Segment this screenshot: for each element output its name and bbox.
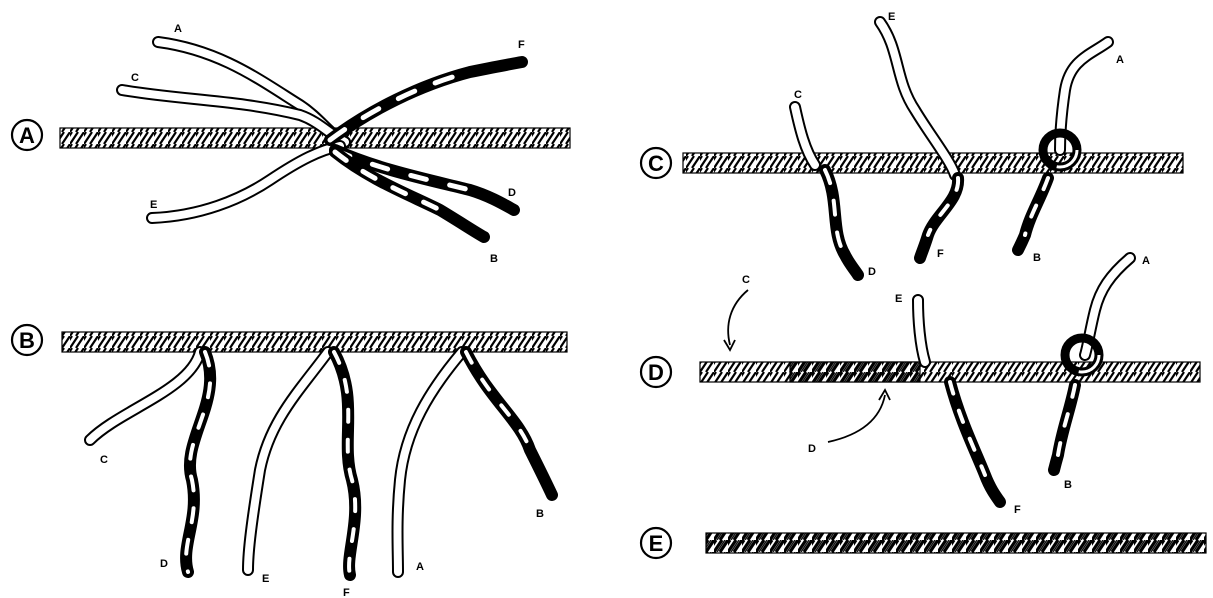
rope-c: [683, 153, 1183, 173]
strand-a-label-b: A: [416, 561, 424, 573]
strand-d-label-d: D: [808, 443, 816, 455]
rope-e: [706, 533, 1206, 553]
strand-a-label-d: A: [1142, 255, 1150, 267]
panel-b-label: B: [19, 328, 35, 353]
strand-e-label-c: E: [888, 11, 895, 23]
strand-a-label: A: [174, 23, 182, 35]
strand-d-label: D: [508, 187, 516, 199]
strand-f-label-b: F: [343, 587, 350, 598]
panel-e: E: [641, 528, 1206, 558]
strand-b-label-d: B: [1064, 479, 1072, 491]
strand-d-label-c: D: [868, 266, 876, 278]
strand-c-label: C: [131, 72, 139, 84]
strand-c-label-c: C: [794, 89, 802, 101]
panel-d: D C D E F A B: [641, 255, 1200, 516]
panel-a: A A C E F D B: [12, 23, 570, 265]
strand-c-label-b: C: [100, 454, 108, 466]
strand-b-label: B: [490, 253, 498, 265]
panel-a-label: A: [19, 123, 35, 148]
strand-e-label-d: E: [895, 293, 902, 305]
strand-f-label: F: [518, 39, 525, 51]
strand-d-label-b: D: [160, 558, 168, 570]
strand-a-label-c: A: [1116, 54, 1124, 66]
rope-b: [62, 332, 567, 352]
strands-c: [795, 22, 1108, 275]
rope-d-tucked: [790, 362, 920, 382]
rope-a: [60, 128, 570, 148]
strand-f-label-c: F: [937, 248, 944, 260]
strand-b-label-c: B: [1033, 252, 1041, 264]
panel-c-label: C: [648, 151, 664, 176]
panel-b: B C D E F A B: [12, 325, 567, 598]
panel-e-label: E: [649, 531, 664, 556]
arrow-d: [828, 395, 885, 442]
strand-e-label: E: [150, 199, 157, 211]
strand-e-label-b: E: [262, 573, 269, 585]
strand-c-label-d: C: [742, 274, 750, 286]
strands-b: [90, 352, 552, 575]
strand-f-label-d: F: [1014, 504, 1021, 516]
panel-d-label: D: [648, 360, 664, 385]
panel-c: C C D E F A B: [641, 11, 1183, 278]
arrow-c: [728, 290, 748, 345]
strand-b-label-b: B: [536, 508, 544, 520]
